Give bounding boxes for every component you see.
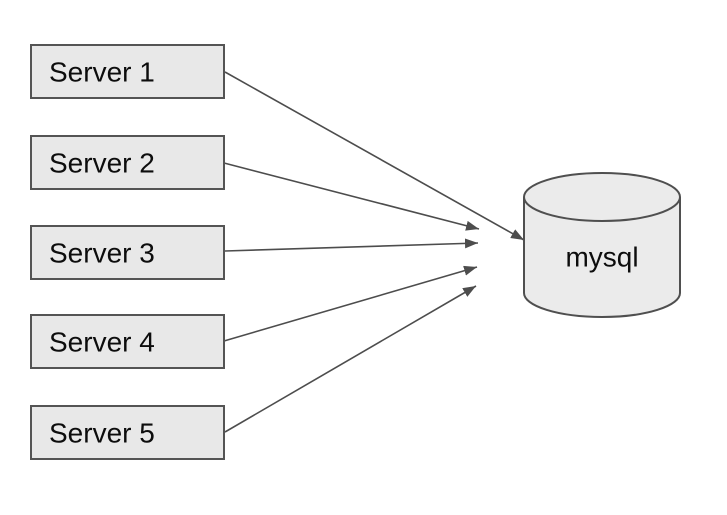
node-server-2: Server 2 [30, 135, 225, 190]
database-cylinder-body [523, 197, 681, 318]
arrow-server2-to-mysql [223, 162, 480, 231]
server-2-label: Server 2 [49, 148, 155, 179]
arrow-server4-to-mysql [223, 265, 478, 342]
node-server-5: Server 5 [30, 405, 225, 460]
server-1-label: Server 1 [49, 57, 155, 88]
server-5-label: Server 5 [49, 418, 155, 449]
server-1-box [30, 44, 225, 99]
arrow-server5-to-mysql [224, 285, 477, 433]
arrow-server3-to-mysql [224, 238, 479, 252]
node-database-mysql: mysql [523, 172, 681, 318]
node-server-1: Server 1 [30, 44, 225, 99]
server-2-box [30, 135, 225, 190]
server-3-label: Server 3 [49, 238, 155, 269]
node-server-4: Server 4 [30, 314, 225, 369]
server-4-label: Server 4 [49, 327, 155, 358]
database-cylinder-top [523, 172, 681, 222]
edges-layer [223, 71, 525, 433]
node-server-3: Server 3 [30, 225, 225, 280]
database-label: mysql [565, 242, 638, 273]
server-3-box [30, 225, 225, 280]
server-5-box [30, 405, 225, 460]
arrow-server1-to-mysql [224, 71, 525, 241]
server-4-box [30, 314, 225, 369]
